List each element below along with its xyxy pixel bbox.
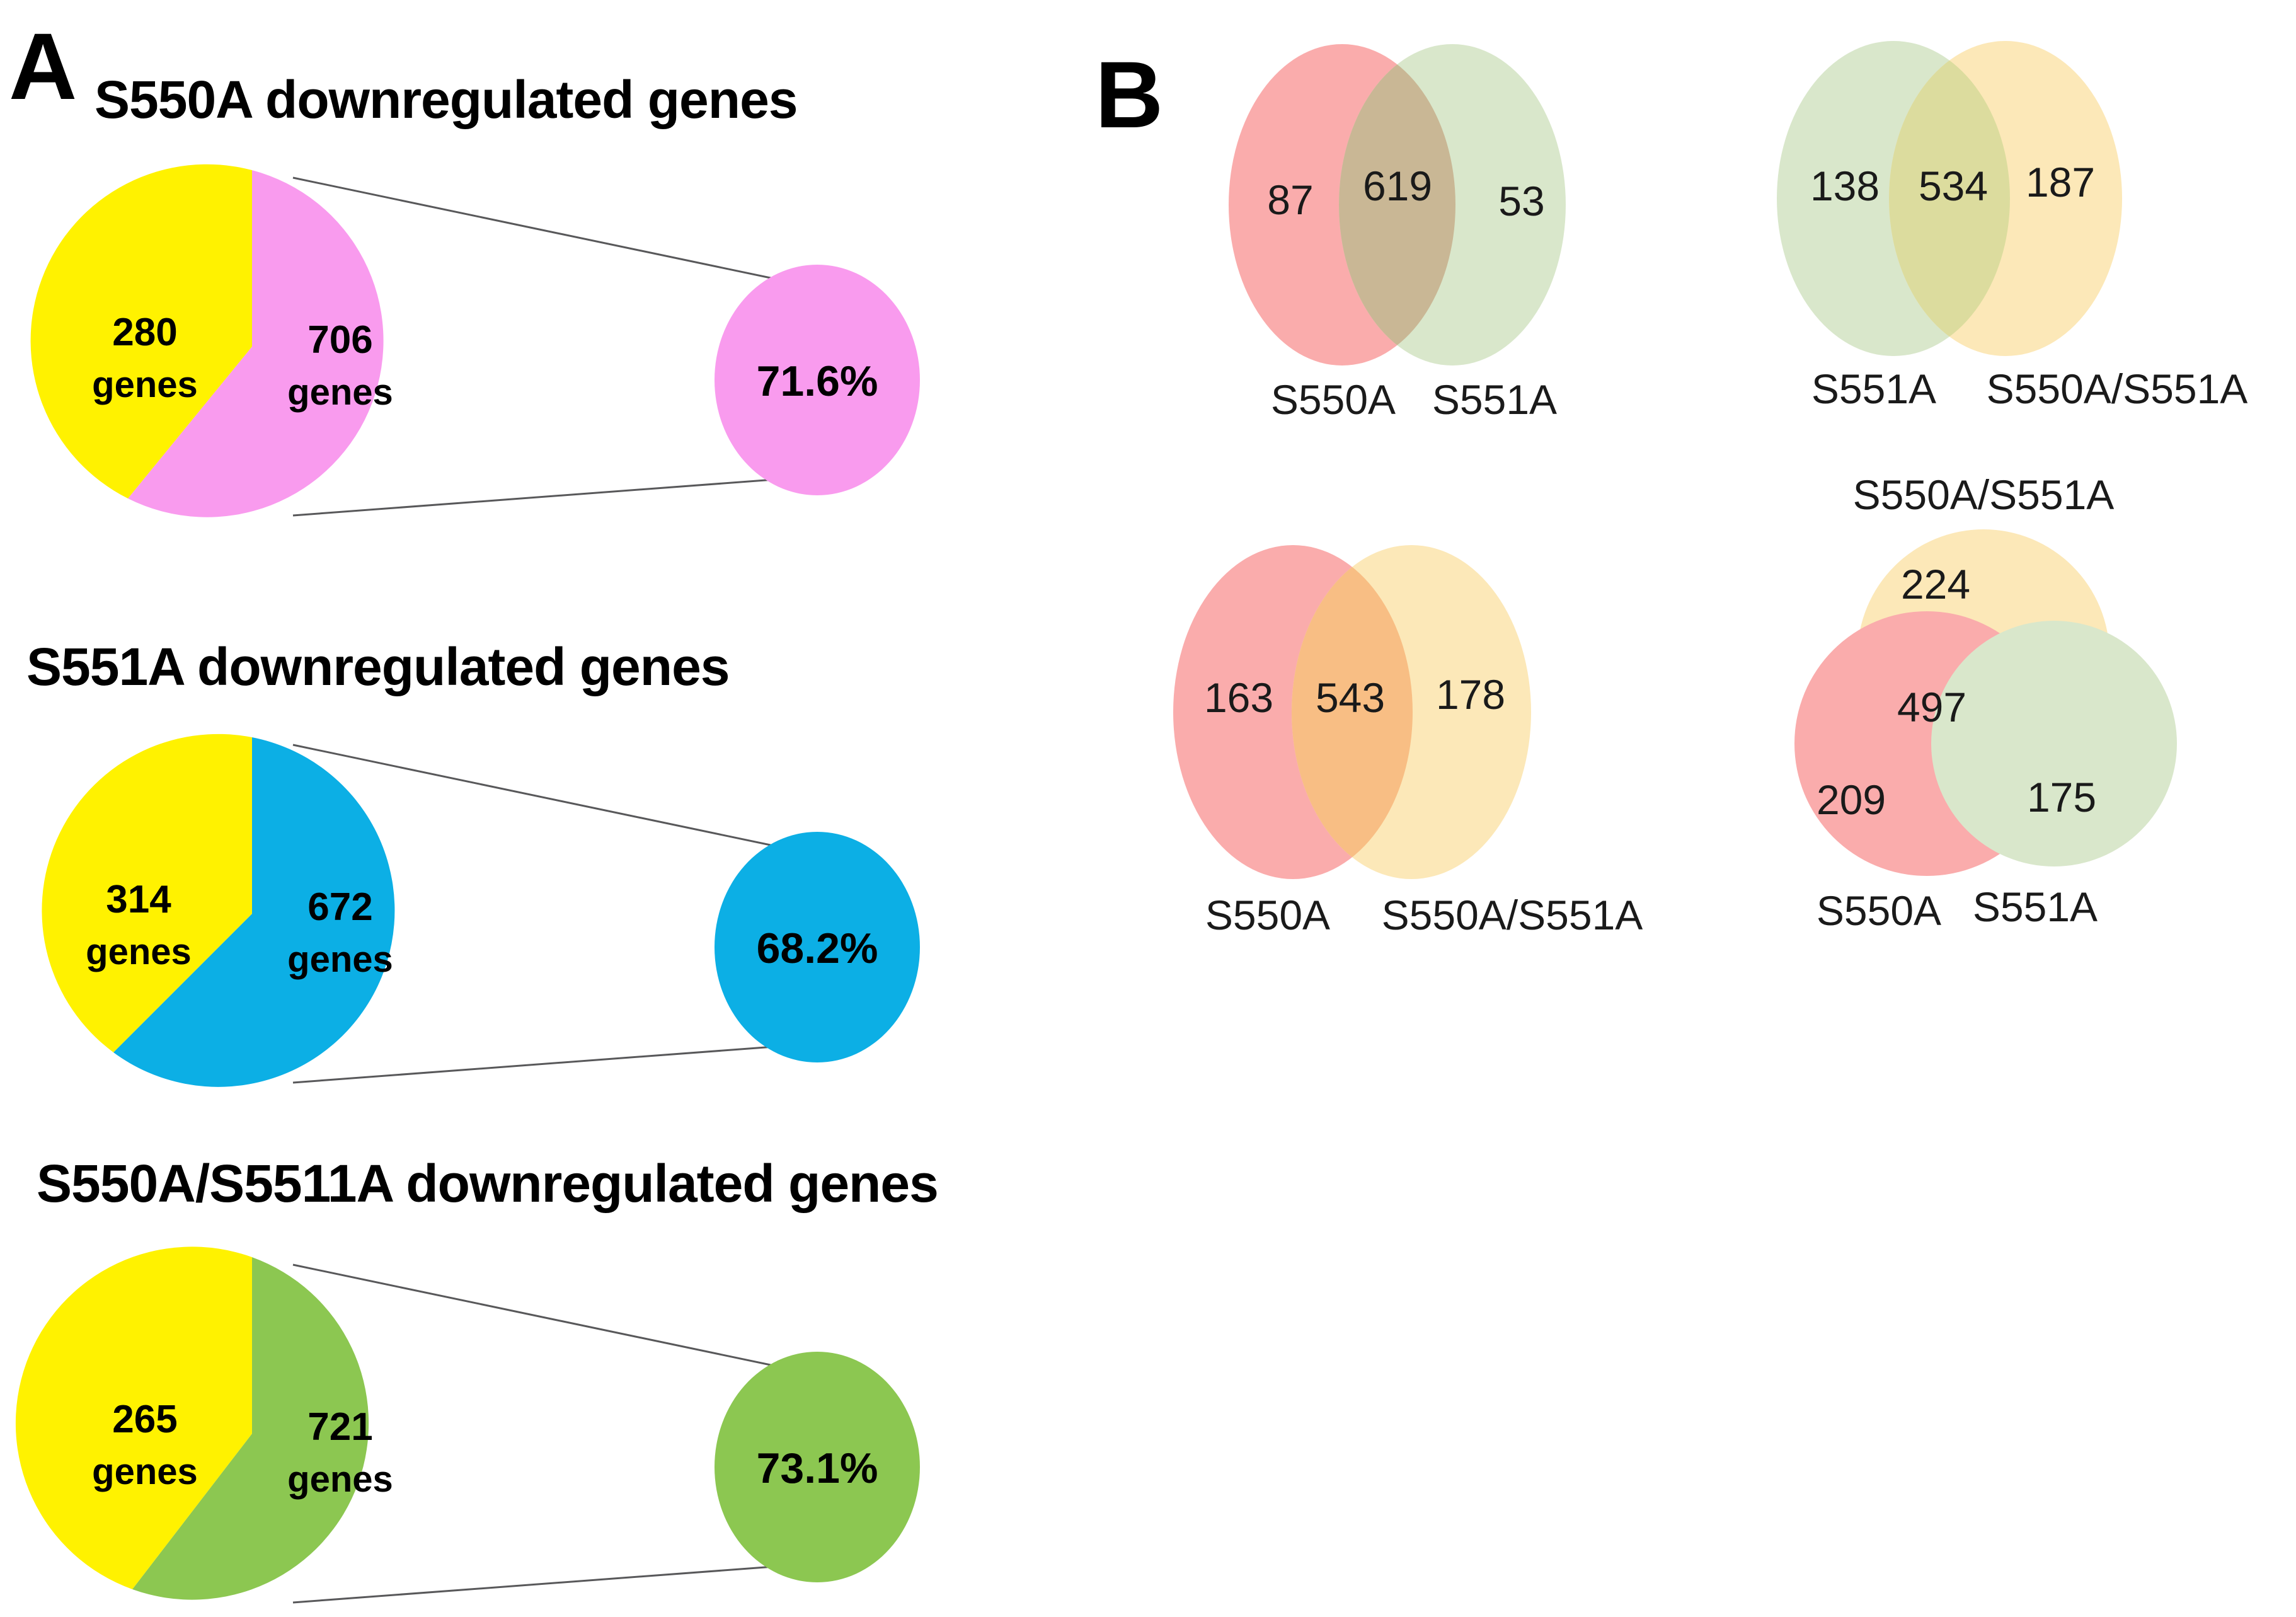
venn3-count-top-only: 224 (1901, 561, 1970, 607)
venn-three-way: S550A/S551A 224 497 209 175 S550A S551A (1739, 466, 2268, 945)
panel-label-b: B (1095, 42, 1163, 147)
venn-overlap-region (1339, 44, 1455, 365)
leader-line-bottom (292, 1045, 783, 1084)
venn-set-label-right: S550A/S551A (1987, 365, 2248, 412)
leader-line-top (292, 744, 783, 849)
leader-line-bottom (292, 478, 783, 517)
pie-title-s550a: S550A downregulated genes (95, 70, 798, 129)
pie-slice-main (128, 170, 384, 517)
pie-main-unit: genes (287, 1459, 393, 1500)
venn-set-label-right: S550A/S551A (1382, 892, 1643, 938)
venn-overlap-region (1889, 41, 2010, 356)
leader-line-top (292, 1263, 783, 1369)
venn-overlap-region (1292, 545, 1413, 879)
venn-s550a-double: 163 543 178 S550A S550A/S551A (1128, 529, 1682, 958)
pie-callout-circle (715, 265, 920, 495)
venn3-set-label-right: S551A (1973, 883, 2098, 930)
venn-s550a-s551a: 87 619 53 S550A S551A (1185, 25, 1651, 429)
venn-set-label-left: S551A (1811, 365, 1936, 412)
pie-slice-main (113, 737, 395, 1087)
venn-s551a-double: 138 534 187 S551A S550A/S551A (1739, 25, 2268, 429)
pie-main-value: 672 (307, 885, 372, 929)
panel-label-a: A (9, 13, 77, 119)
pie-main-unit: genes (287, 372, 393, 413)
pie-chart-s550a-s5511a: 721 genes 265 genes 73.1% (15, 1246, 920, 1616)
venn-count-left-only: 87 (1267, 176, 1313, 223)
pie-chart-s551a: 672 genes 314 genes 68.2% (42, 731, 920, 1096)
leader-line-bottom (292, 1565, 783, 1604)
venn-count-intersection: 619 (1363, 163, 1432, 209)
pie-callout-percent: 73.1% (757, 1444, 878, 1492)
venn-count-intersection: 543 (1316, 674, 1385, 721)
pie-other-unit: genes (92, 1451, 198, 1492)
venn3-count-left-only: 209 (1817, 776, 1886, 823)
venn-count-right-only: 178 (1436, 671, 1505, 718)
pie-callout-percent: 68.2% (757, 924, 878, 972)
venn-count-right-only: 53 (1498, 178, 1544, 224)
pie-main-unit: genes (287, 939, 393, 980)
venn3-circle-right (1931, 621, 2177, 866)
venn-set-label-left: S550A (1271, 376, 1396, 423)
pie-other-unit: genes (86, 931, 192, 972)
pie-slice-other (30, 164, 252, 498)
leader-line-top (292, 176, 783, 282)
pie-callout-circle (715, 832, 920, 1062)
pie-other-value: 280 (112, 311, 177, 354)
venn3-count-right-only: 175 (2027, 774, 2096, 820)
pie-main-value: 706 (307, 318, 372, 362)
venn3-set-label-left: S550A (1817, 887, 1941, 934)
venn-count-intersection: 534 (1919, 163, 1988, 209)
pie-title-s551a: S551A downregulated genes (26, 637, 730, 696)
pie-title-s550a-s5511a: S550A/S5511A downregulated genes (37, 1154, 939, 1213)
pie-callout-circle (715, 1352, 920, 1582)
pie-slice-main (132, 1257, 369, 1600)
pie-slice-other (42, 734, 252, 1052)
pie-other-value: 265 (112, 1398, 177, 1441)
venn-set-label-right: S551A (1432, 376, 1557, 423)
pie-chart-s550a: 706 genes 280 genes 71.6% (30, 164, 920, 529)
venn3-count-center: 497 (1897, 684, 1966, 730)
pie-callout-percent: 71.6% (757, 357, 878, 405)
venn-set-label-left: S550A (1205, 892, 1330, 938)
pie-other-unit: genes (92, 364, 198, 405)
pie-other-value: 314 (106, 878, 171, 921)
pie-main-value: 721 (307, 1405, 372, 1449)
venn-count-right-only: 187 (2026, 159, 2095, 205)
venn-count-left-only: 163 (1204, 674, 1273, 721)
venn3-set-label-top: S550A/S551A (1853, 471, 2115, 518)
pie-slice-other (15, 1246, 252, 1589)
venn-count-left-only: 138 (1810, 163, 1880, 209)
